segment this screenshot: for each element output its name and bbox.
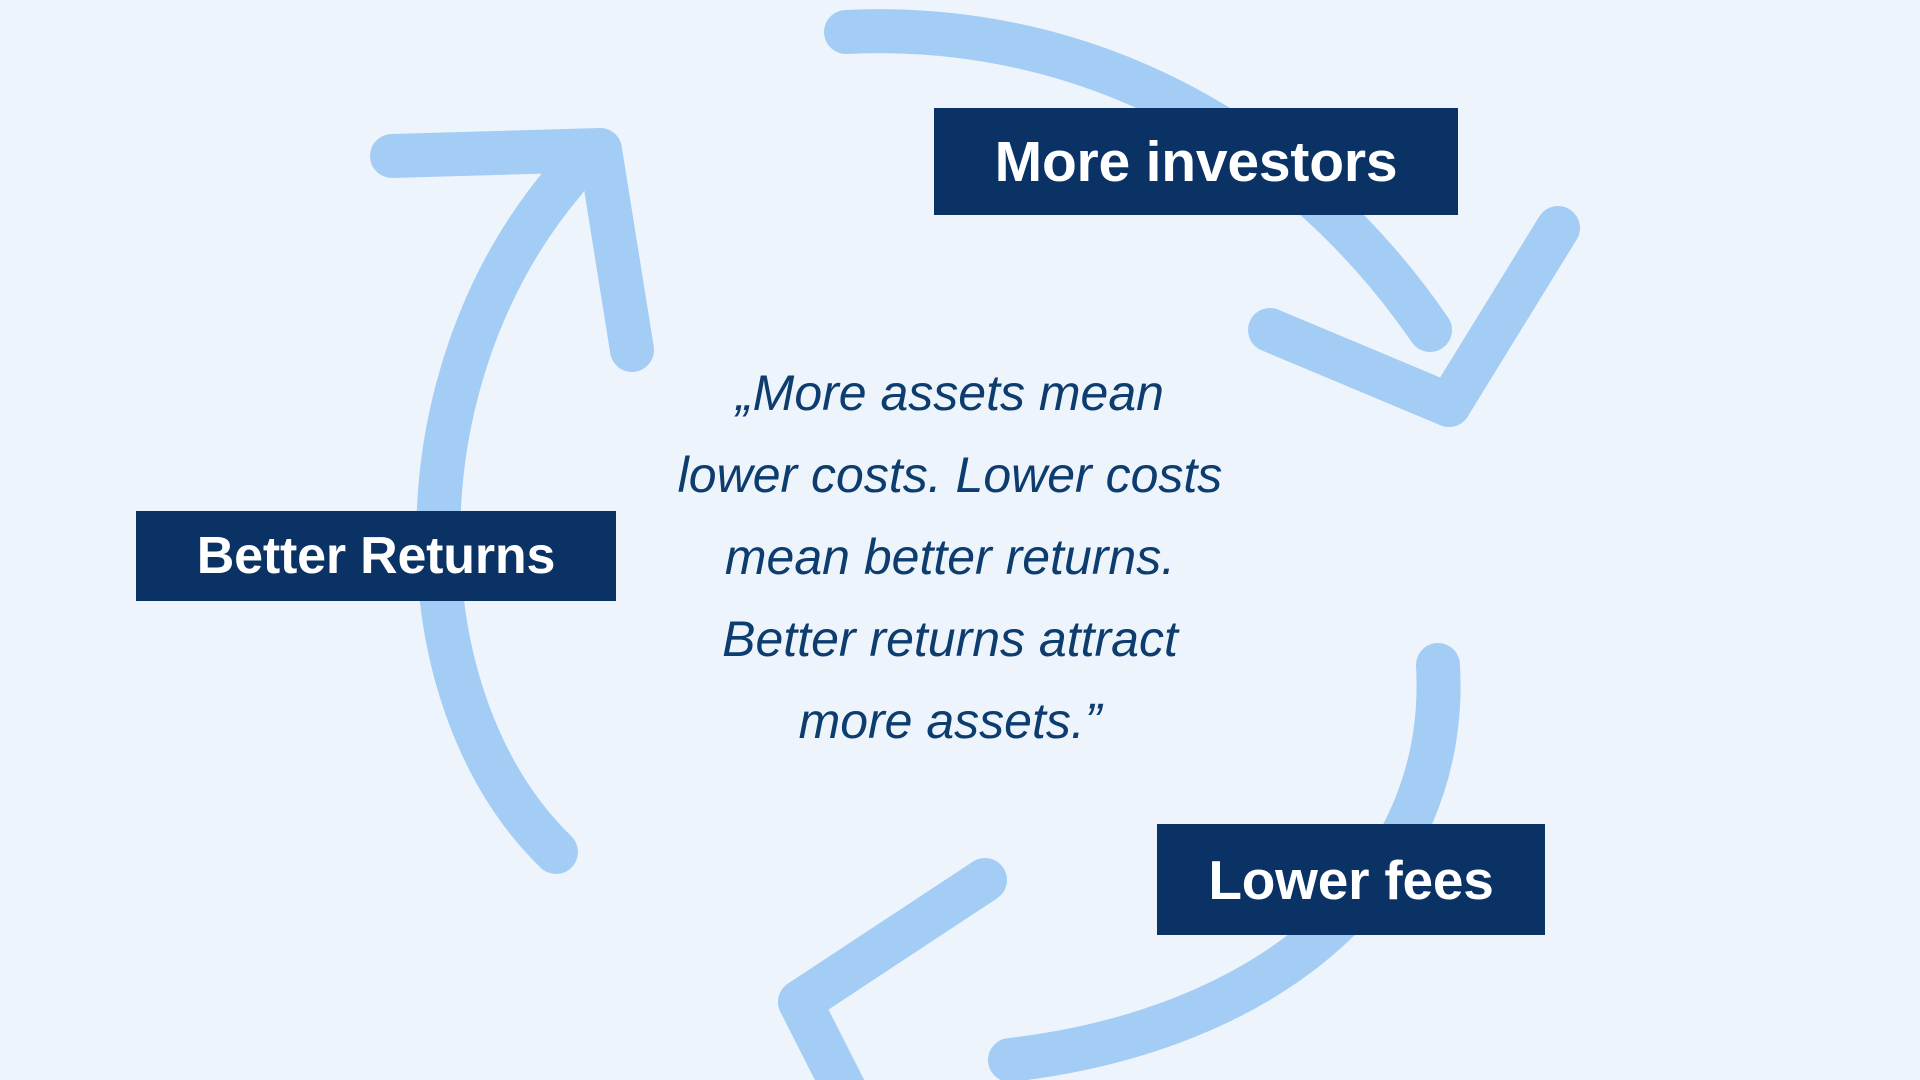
quote-line-1: „More assets mean <box>736 365 1164 421</box>
quote-line-2: lower costs. Lower costs <box>677 447 1223 503</box>
label-more-investors-text: More investors <box>994 129 1398 194</box>
quote-line-3: mean better returns. <box>724 529 1176 585</box>
label-better-returns-text: Better Returns <box>196 527 556 585</box>
label-lower-fees-text: Lower fees <box>1208 848 1494 911</box>
arrow-left-up <box>370 128 654 874</box>
quote-line-4: Better returns attract <box>722 611 1178 667</box>
label-lower-fees: Lower fees <box>1157 824 1545 935</box>
arrow-top-right <box>824 9 1580 427</box>
quote-line-5: more assets.” <box>798 693 1102 749</box>
label-more-investors: More investors <box>934 108 1458 215</box>
label-better-returns: Better Returns <box>136 511 616 601</box>
center-quote: „More assets mean lower costs. Lower cos… <box>620 352 1280 762</box>
